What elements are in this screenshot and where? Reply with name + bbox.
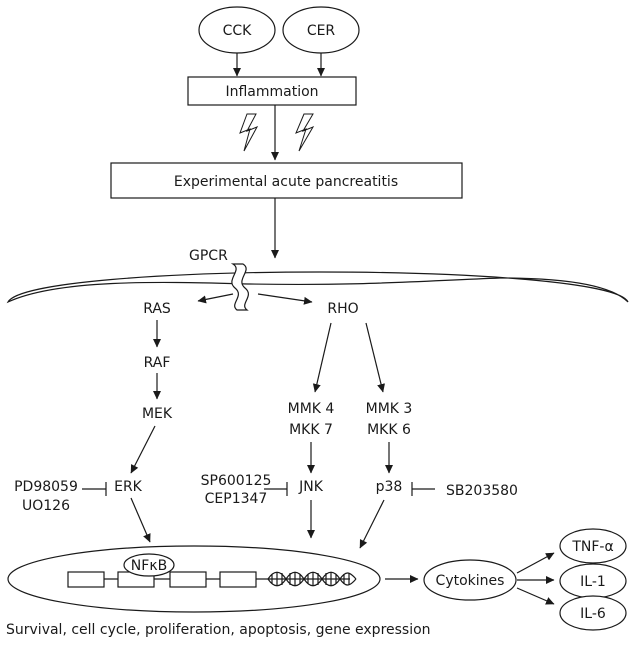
nfkb-node <box>123 553 175 577</box>
pancreatitis-label: Experimental acute pancreatitis <box>174 174 398 190</box>
erk-label: ERK <box>114 479 143 495</box>
gpcr-label: GPCR <box>189 248 228 264</box>
nfkb-label: NFκB <box>131 558 167 574</box>
inhibitor-sp600125: SP600125 <box>201 473 272 489</box>
gene-segment <box>169 571 207 588</box>
cytokines-label: Cytokines <box>436 573 505 589</box>
tnf-alpha-node: TNF-α <box>559 528 627 564</box>
nucleus: NFκB <box>7 545 381 613</box>
mmk3-label: MMK 3 <box>366 401 413 417</box>
arrow-rho-mmk4 <box>312 322 332 393</box>
inhibit-erk <box>82 482 107 496</box>
inhibitor-uo126: UO126 <box>22 498 70 514</box>
il1-label: IL-1 <box>580 574 606 590</box>
inhibit-jnk <box>264 482 288 496</box>
dna-helix-icon <box>267 571 357 587</box>
lightning-bolt-icon <box>295 113 315 152</box>
ras-label: RAS <box>143 301 171 317</box>
raf-label: RAF <box>144 355 171 371</box>
inhibit-p38 <box>411 482 435 496</box>
footer-caption: Survival, cell cycle, proliferation, apo… <box>6 622 431 638</box>
rho-label: RHO <box>327 301 358 317</box>
mkk6-label: MKK 6 <box>367 422 411 438</box>
cck-label: CCK <box>223 23 253 39</box>
arrow-rho-mmk3 <box>365 322 385 393</box>
arrow-cytokines-tnf <box>516 552 555 574</box>
il6-label: IL-6 <box>580 606 606 622</box>
inhibitor-cep1347: CEP1347 <box>205 491 268 507</box>
il6-node: IL-6 <box>559 595 627 631</box>
gene-segment <box>219 571 257 588</box>
p38-label: p38 <box>376 479 403 495</box>
arrow-p38-nucleus <box>359 499 385 549</box>
cer-label: CER <box>307 23 336 39</box>
arrow-cytokines-il6 <box>516 587 555 605</box>
inflammation-node: Inflammation <box>187 76 357 106</box>
inflammation-label: Inflammation <box>225 84 318 100</box>
gpcr-receptor-icon <box>230 263 249 311</box>
inhibitor-sb203580: SB203580 <box>446 483 518 499</box>
mmk4-label: MMK 4 <box>288 401 335 417</box>
lightning-bolt-icon <box>239 113 259 152</box>
cer-node: CER <box>282 6 360 54</box>
arrow-gpcr-rho <box>257 293 313 305</box>
mek-label: MEK <box>142 406 173 422</box>
arrow-erk-nucleus <box>130 497 151 543</box>
gene-segment <box>67 571 105 588</box>
arrow-mek-erk <box>130 425 156 474</box>
tnf-alpha-label: TNF-α <box>571 539 613 555</box>
pancreatitis-node: Experimental acute pancreatitis <box>110 162 463 199</box>
jnk-label: JNK <box>298 479 324 495</box>
cck-node: CCK <box>198 6 276 54</box>
cell-membrane <box>6 271 629 304</box>
arrow-gpcr-ras <box>197 293 234 304</box>
cytokines-node: Cytokines <box>423 559 517 601</box>
inhibitor-pd98059: PD98059 <box>14 479 78 495</box>
il1-node: IL-1 <box>559 563 627 599</box>
mkk7-label: MKK 7 <box>289 422 333 438</box>
